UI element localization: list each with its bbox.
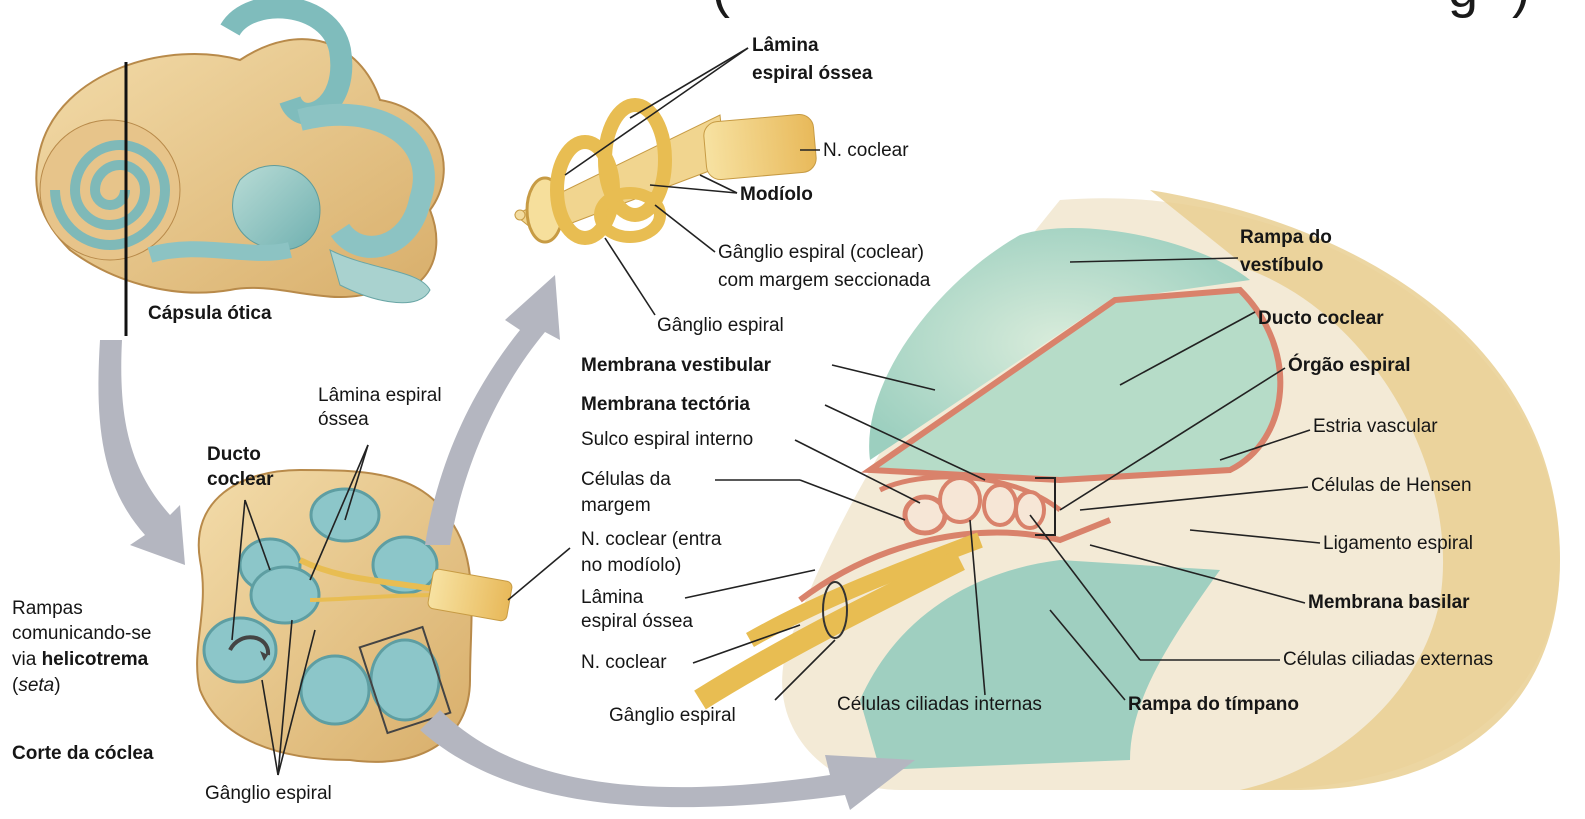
label-ganglio-coclear-2: com margem seccionada — [718, 269, 930, 293]
label-ligamento-espiral: Ligamento espiral — [1323, 532, 1473, 556]
label-n-coclear-entra: N. coclear (entra — [581, 528, 721, 552]
label-rampas-3: via helicotrema — [12, 648, 148, 672]
label-celulas-hensen: Células de Hensen — [1311, 474, 1472, 498]
label-ducto-coclear-right: Ducto coclear — [1258, 307, 1384, 331]
label-lamina-mid: Lâmina — [581, 586, 643, 610]
label-rampa-vestibulo-2: vestíbulo — [1240, 254, 1323, 278]
label-estria-vascular: Estria vascular — [1313, 415, 1438, 439]
label-lamina-left: Lâmina espiral — [318, 384, 442, 408]
label-membrana-tectoria: Membrana tectória — [581, 393, 750, 417]
label-ganglio-coclear: Gânglio espiral (coclear) — [718, 241, 924, 265]
label-rampas-2: comunicando-se — [12, 622, 151, 646]
label-n-coclear-entra-2: no modíolo) — [581, 554, 681, 578]
label-corte-coclea: Corte da cóclea — [12, 742, 154, 766]
label-rampas-1: Rampas — [12, 597, 83, 621]
label-celulas-ciliadas-externas: Células ciliadas externas — [1283, 648, 1493, 672]
label-rampa-vestibulo: Rampa do — [1240, 226, 1332, 250]
label-rampa-timpano: Rampa do tímpano — [1128, 693, 1299, 717]
arrow-capsule-to-section — [98, 340, 185, 565]
label-membrana-vestibular: Membrana vestibular — [581, 354, 771, 378]
modiolus-illustration — [515, 105, 817, 242]
label-lamina-mid-2: espiral óssea — [581, 610, 693, 634]
arrow-section-to-modiolus — [425, 275, 560, 545]
label-celulas-margem: Células da — [581, 468, 671, 492]
label-ganglio-espiral-bottom: Gânglio espiral — [609, 704, 736, 728]
label-lamina-espiral-top: Lâmina — [752, 34, 819, 58]
label-celulas-margem-2: margem — [581, 494, 651, 518]
label-lamina-espiral-top-2: espiral óssea — [752, 62, 872, 86]
otic-capsule-illustration — [36, 7, 444, 336]
label-rampas-4: (seta) — [12, 674, 61, 698]
label-celulas-ciliadas-internas: Células ciliadas internas — [837, 693, 1042, 717]
label-ducto-left-2: coclear — [207, 468, 274, 492]
label-n-coclear-top: N. coclear — [823, 139, 909, 163]
label-ganglio-espiral-top: Gânglio espiral — [657, 314, 784, 338]
label-sulco-espiral: Sulco espiral interno — [581, 428, 753, 452]
label-lamina-left-2: óssea — [318, 408, 369, 432]
label-ducto-left: Ducto — [207, 443, 261, 467]
label-capsula-otica: Cápsula ótica — [148, 302, 272, 326]
label-modiolo: Modíolo — [740, 183, 813, 207]
label-ganglio-espiral-left: Gânglio espiral — [205, 782, 332, 806]
label-orgao-espiral: Órgão espiral — [1288, 354, 1411, 378]
label-n-coclear-mid: N. coclear — [581, 651, 667, 675]
label-membrana-basilar: Membrana basilar — [1308, 591, 1470, 615]
